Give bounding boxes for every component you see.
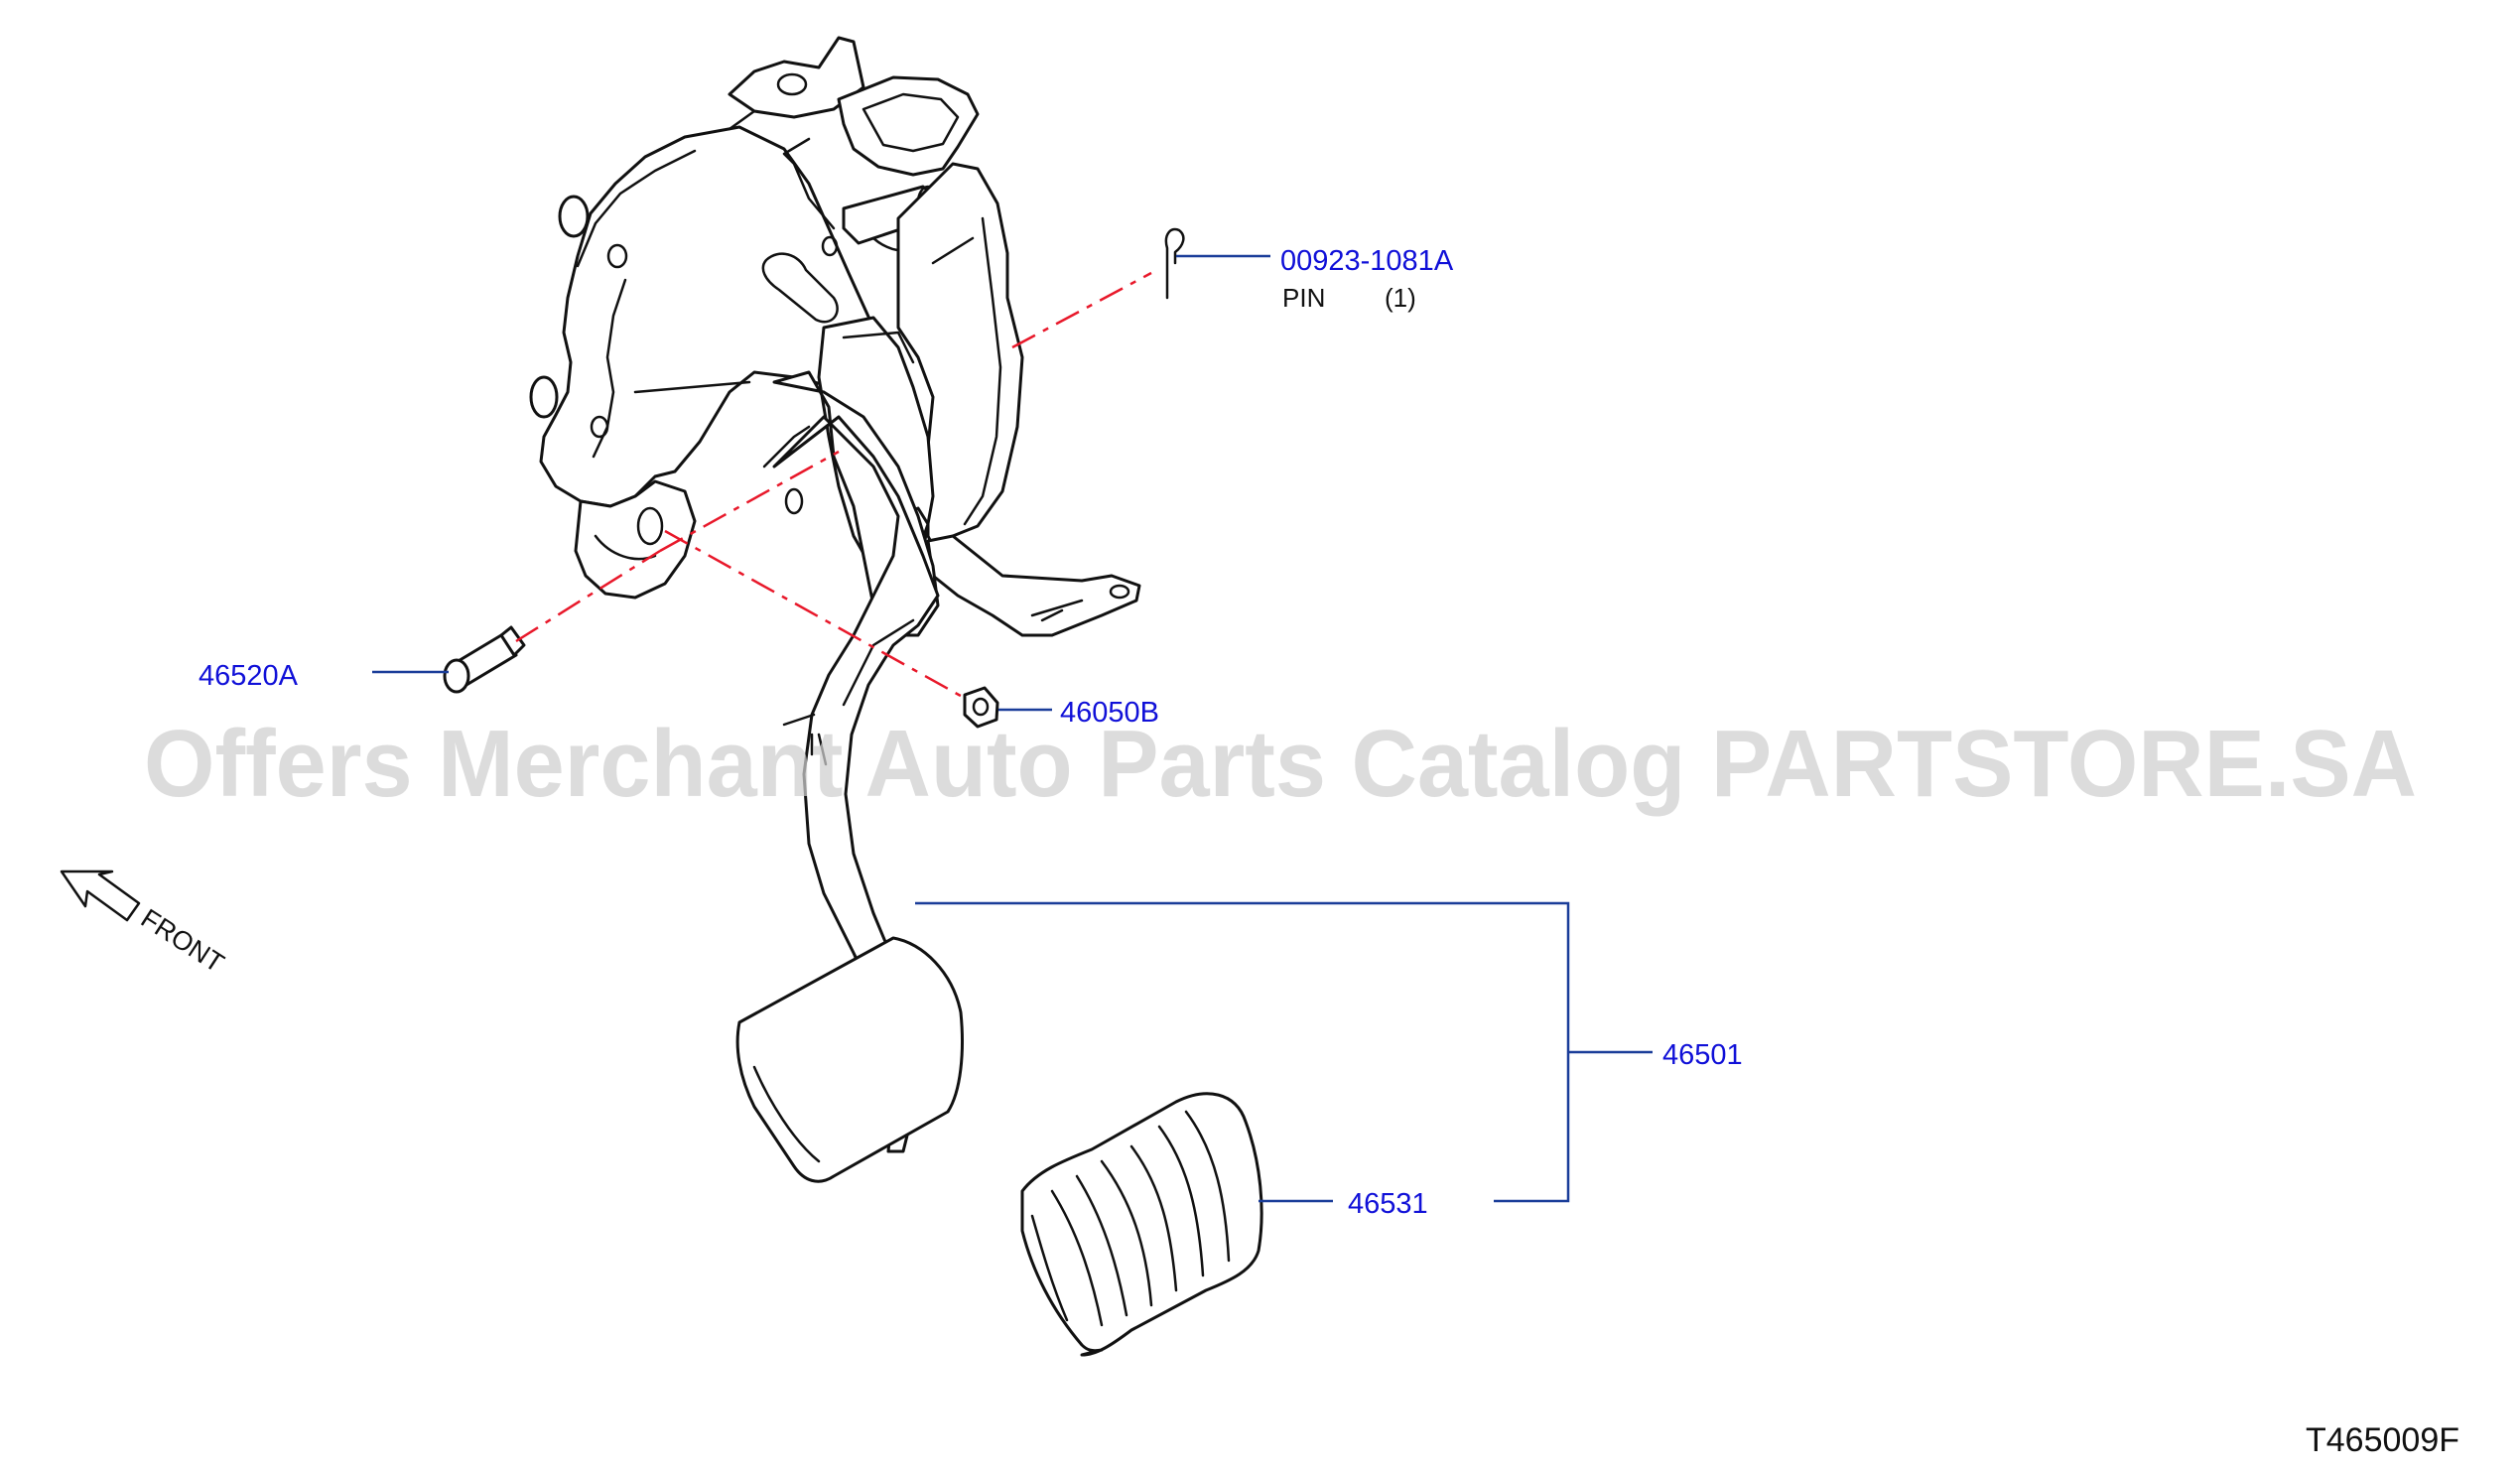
nut-center-line: [664, 529, 969, 702]
split-pin-center-line: [1011, 271, 1152, 349]
diagram-code: T465009F: [2306, 1421, 2459, 1459]
callout-split-pin-name: PIN: [1282, 283, 1325, 313]
callout-nut-number: 46050B: [1060, 697, 1159, 729]
rubber-pedal-pad: [1020, 1092, 1263, 1357]
flange-nut: [963, 686, 999, 729]
clevis-pin: [443, 625, 526, 694]
front-label: FRONT: [136, 903, 229, 979]
pedal-pad-base: [735, 936, 964, 1183]
pedal-bracket: [529, 36, 1141, 637]
callout-clevis-pin-number: 46520A: [199, 660, 299, 692]
callout-split-pin-qty: (1): [1385, 283, 1416, 313]
callout-rubber-pad-number: 46531: [1348, 1188, 1428, 1220]
upper-pin-center-line: [659, 450, 840, 553]
pin-center-line: [515, 549, 661, 643]
leader-pedal-assembly: [915, 901, 1653, 1203]
callout-split-pin-number: 00923-1081A: [1280, 245, 1454, 277]
front-indicator: FRONT: [60, 870, 229, 979]
front-arrow-icon: [60, 870, 141, 922]
watermark-text: Offers Merchant Auto Parts Catalog PARTS…: [144, 711, 2417, 817]
callout-pedal-assembly-number: 46501: [1662, 1039, 1743, 1071]
split-pin: [1164, 227, 1185, 300]
pedal-arm: [762, 370, 940, 1153]
